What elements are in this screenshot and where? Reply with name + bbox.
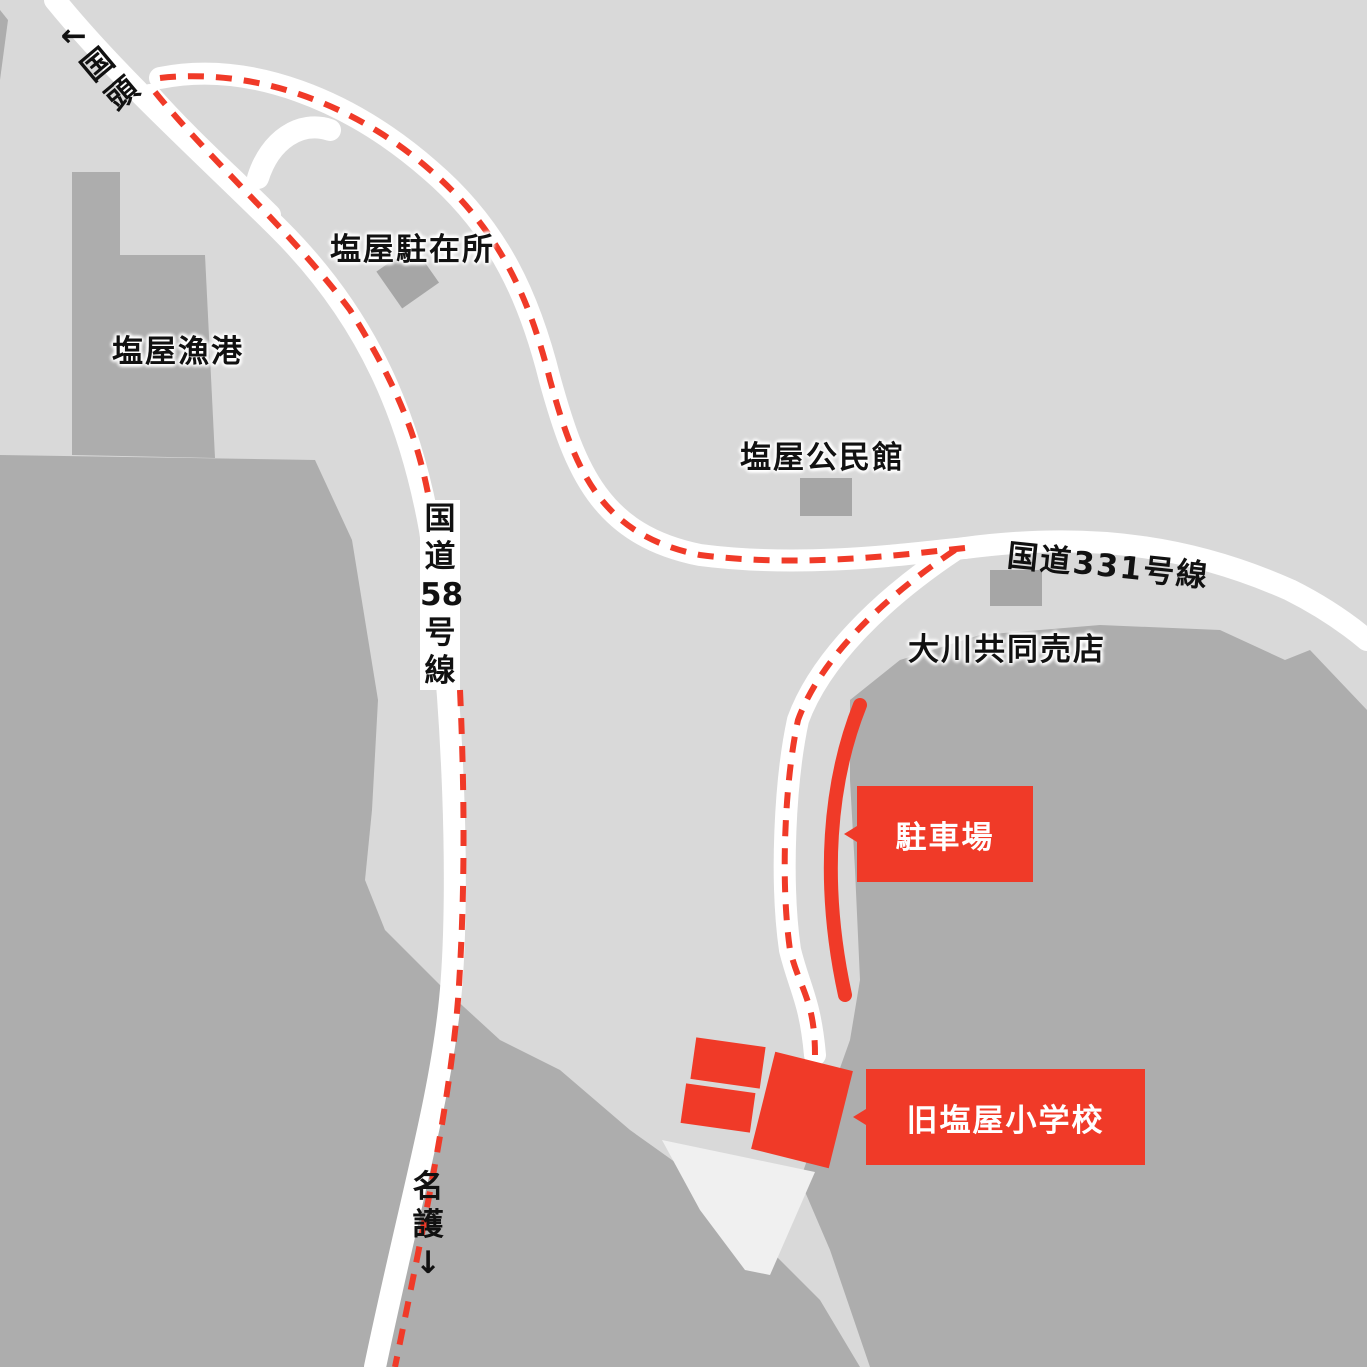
parking-mark [823, 698, 867, 1002]
school-building-2 [680, 1083, 756, 1133]
route-loop [159, 73, 966, 564]
road-route331 [954, 530, 1367, 651]
store-building [990, 570, 1042, 606]
school-ground [662, 1140, 815, 1275]
label-police-box: 塩屋駐在所 [330, 232, 495, 268]
police-box-building [376, 245, 440, 309]
callout-school: 旧塩屋小学校 [853, 1069, 1145, 1165]
sea-left [0, 455, 860, 1367]
route-route58 [152, 90, 438, 541]
label-route58: 国 道 58 号 線 [420, 500, 464, 690]
community-hall-building [800, 478, 852, 516]
route-route58-south [392, 689, 467, 1367]
school-building-3 [751, 1051, 853, 1169]
callout-parking: 駐車場 [844, 786, 1033, 882]
fishing-port-pier [72, 172, 215, 458]
label-fishing-port: 塩屋漁港 [112, 334, 244, 370]
label-store: 大川共同売店 [908, 632, 1106, 668]
road-branch [247, 116, 341, 189]
label-to-nago: 名 護 ↓ [412, 1169, 444, 1281]
sea-right [800, 625, 1367, 1367]
route-school-access [781, 547, 957, 1056]
islet [0, 10, 8, 80]
label-community-hall: 塩屋公民館 [740, 440, 905, 476]
school-building-1 [690, 1037, 766, 1089]
